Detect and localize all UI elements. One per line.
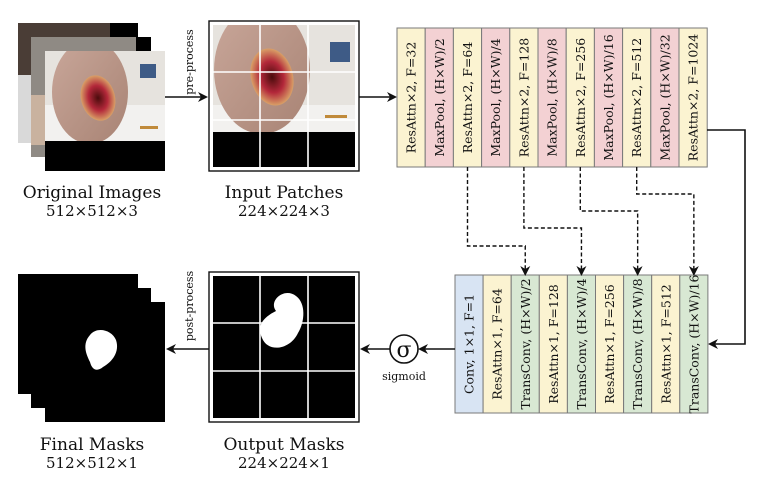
decoder-layer-resattn: ResAttn×1, F=128 <box>538 274 568 414</box>
decoder-layer-conv: Conv, 1×1, F=1 <box>454 274 484 414</box>
encoder-layer-resattn: ResAttn×2, F=32 <box>396 27 426 168</box>
sigmoid-label: sigmoid <box>382 370 426 383</box>
encoder-layer-label: ResAttn×2, F=128 <box>516 38 531 158</box>
decoder-layer-label: ResAttn×1, F=64 <box>490 288 505 400</box>
sigmoid-node: σ <box>389 334 419 364</box>
final-masks-stack <box>18 274 165 422</box>
decoder-layer-transconv: TransConv, (H×W)/4 <box>566 274 597 414</box>
skip-connection-arrow <box>636 167 699 276</box>
output-mask-blob <box>260 292 304 348</box>
decoder-layer-transconv: TransConv, (H×W)/2 <box>510 274 540 414</box>
encoder-layer-maxpool: MaxPool, (H×W)/32 <box>650 27 680 168</box>
decoder-layer-resattn: ResAttn×1, F=512 <box>651 274 681 414</box>
encoder-layer-label: ResAttn×2, F=64 <box>460 42 475 154</box>
encoder-layer-maxpool: MaxPool, (H×W)/16 <box>593 27 624 168</box>
decoder-layer-transconv: TransConv, (H×W)/8 <box>623 274 653 414</box>
encoder-layer-resattn: ResAttn×2, F=256 <box>565 27 595 168</box>
input-patches-dims: 224×224×3 <box>238 202 330 220</box>
input-patches <box>208 20 360 172</box>
sigmoid-symbol: σ <box>396 338 411 363</box>
encoder-layer-label: MaxPool, (H×W)/8 <box>545 38 560 156</box>
encoder-block: ResAttn×2, F=32 MaxPool, (H×W)/2 ResAttn×2… <box>396 27 708 168</box>
skip-connections <box>466 167 699 276</box>
decoder-layer-resattn: ResAttn×1, F=256 <box>595 274 625 414</box>
final-masks-title: Final Masks <box>40 435 144 455</box>
encoder-layer-label: ResAttn×2, F=256 <box>573 38 588 158</box>
decoder-layer-label: ResAttn×1, F=256 <box>602 284 617 404</box>
input-patches-title: Input Patches <box>225 183 344 203</box>
encoder-layer-label: ResAttn×2, F=32 <box>404 42 419 154</box>
encoder-layer-maxpool: MaxPool, (H×W)/8 <box>537 27 567 168</box>
decoder-layer-label: TransConv, (H×W)/16 <box>686 274 701 413</box>
encoder-layer-maxpool: MaxPool, (H×W)/2 <box>424 27 454 168</box>
patch-grid-lines <box>213 25 355 167</box>
original-image-front <box>45 51 165 171</box>
encoder-layer-label: MaxPool, (H×W)/32 <box>657 34 672 160</box>
decoder-layer-label: TransConv, (H×W)/8 <box>630 278 645 409</box>
encoder-layer-resattn: ResAttn×2, F=64 <box>452 27 483 168</box>
decoder-layer-transconv: TransConv, (H×W)/16 <box>679 274 709 414</box>
original-images-stack <box>18 23 165 171</box>
output-masks-dims: 224×224×1 <box>238 454 330 472</box>
decoder-layer-resattn: ResAttn×1, F=64 <box>482 274 512 414</box>
decoder-layer-label: TransConv, (H×W)/2 <box>518 278 533 409</box>
encoder-layer-label: MaxPool, (H×W)/16 <box>601 34 616 160</box>
encoder-layer-label: MaxPool, (H×W)/4 <box>488 38 503 156</box>
decoder-layer-label: TransConv, (H×W)/4 <box>574 278 589 409</box>
pre-process-label: pre-process <box>183 29 196 95</box>
output-masks-title: Output Masks <box>223 435 344 455</box>
encoder-layer-resattn: ResAttn×2, F=512 <box>622 27 652 168</box>
original-images-title: Original Images <box>23 183 161 203</box>
encoder-layer-label: MaxPool, (H×W)/2 <box>432 38 447 156</box>
decoder-layer-label: ResAttn×1, F=128 <box>546 284 561 404</box>
skip-connection-arrow <box>523 167 587 276</box>
final-masks-dims: 512×512×1 <box>46 454 138 472</box>
encoder-layer-resattn: ResAttn×2, F=128 <box>509 27 539 168</box>
final-mask-blob <box>85 329 118 370</box>
decoder-layer-label: ResAttn×1, F=512 <box>658 284 673 404</box>
original-images-dims: 512×512×3 <box>46 202 138 220</box>
decoder-block: Conv, 1×1, F=1 ResAttn×1, F=64 TransConv, … <box>454 274 709 414</box>
encoder-layer-resattn: ResAttn×2, F=1024 <box>678 27 708 168</box>
mask-grid-lines <box>213 276 355 418</box>
skip-connection-arrow <box>579 167 643 276</box>
skip-connection-arrow <box>466 167 531 276</box>
encoder-layer-maxpool: MaxPool, (H×W)/4 <box>481 27 511 168</box>
encoder-layer-label: ResAttn×2, F=512 <box>629 38 644 158</box>
decoder-layer-label: Conv, 1×1, F=1 <box>462 294 477 394</box>
encoder-layer-label: ResAttn×2, F=1024 <box>686 34 701 162</box>
post-process-label: post-process <box>183 270 196 341</box>
output-masks <box>208 271 360 423</box>
bottleneck-arrow <box>707 129 746 349</box>
